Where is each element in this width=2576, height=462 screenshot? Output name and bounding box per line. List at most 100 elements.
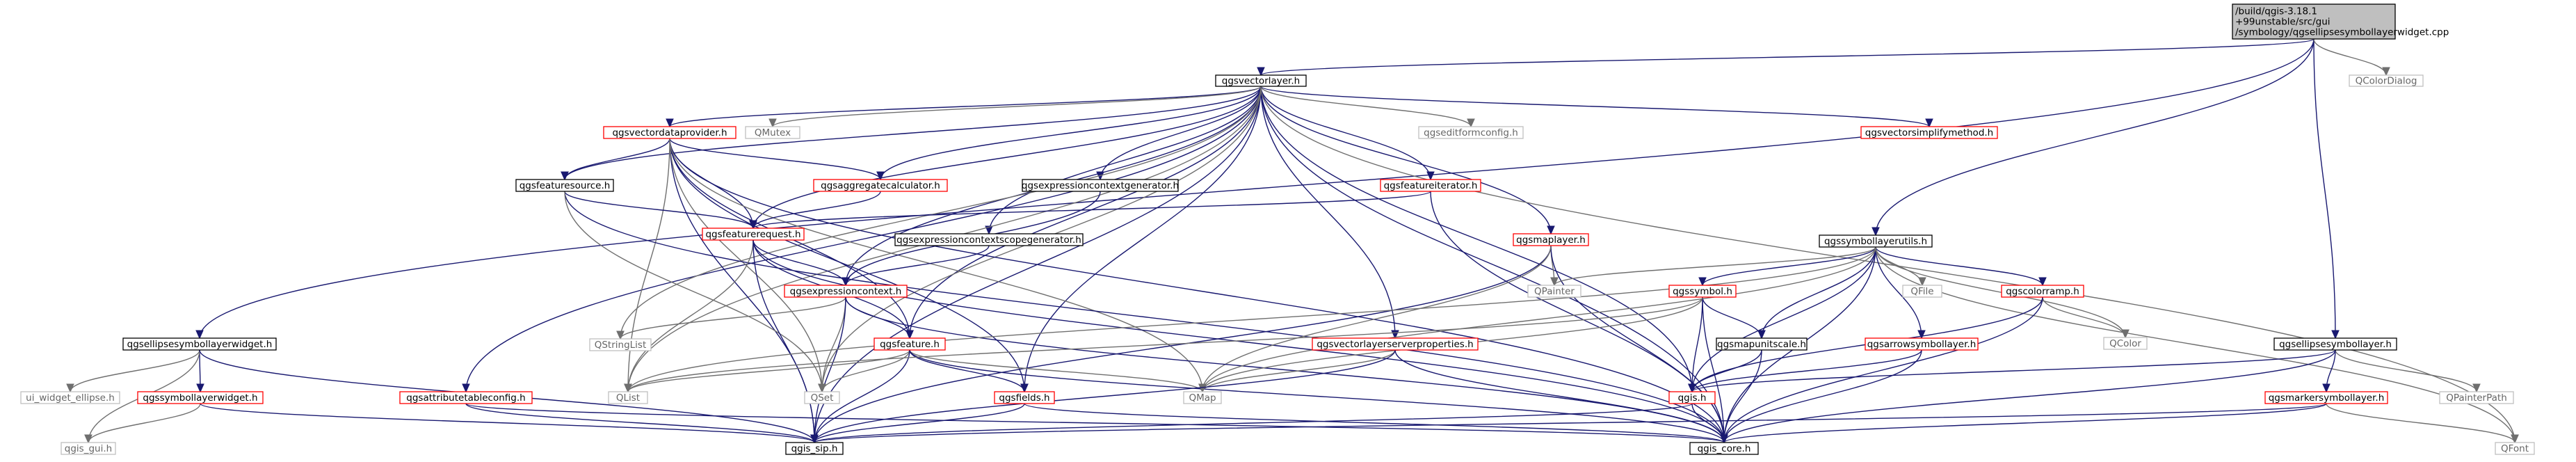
- node-box-qgsarrowsymbollayer[interactable]: [1865, 337, 1979, 351]
- edge-qgsvectorlayer-to-qgsfeaturesource: [565, 86, 1262, 180]
- node-box-qgsvectordataprovider[interactable]: [603, 126, 736, 139]
- node-qgsellipsesymbollayer[interactable]: qgsellipsesymbollayer.h: [2273, 337, 2397, 351]
- node-box-qgsfeaturerequest[interactable]: [702, 228, 805, 241]
- edge-qgsattributetableconfig-to-qgis_core: [465, 403, 1724, 443]
- node-qgsexpressioncontext[interactable]: qgsexpressioncontext.h: [784, 285, 908, 298]
- node-box-qgsvectorlayer[interactable]: [1215, 74, 1307, 87]
- node-label-qgsmaplayer: qgsmaplayer.h: [1516, 234, 1586, 246]
- node-qgsarrowsymbollayer[interactable]: qgsarrowsymbollayer.h: [1865, 337, 1979, 351]
- node-qgis_h[interactable]: qgis.h: [1668, 391, 1716, 404]
- node-box-qgsfeaturesource[interactable]: [515, 179, 614, 192]
- node-label-qgsfeatureiterator: qgsfeatureiterator.h: [1384, 180, 1478, 191]
- node-label-ui_widget_ellipse: ui_widget_ellipse.h: [26, 392, 115, 404]
- node-box-qgsvectorlayerserverproperties[interactable]: [1312, 337, 1479, 351]
- node-qgsfeaturerequest[interactable]: qgsfeaturerequest.h: [702, 228, 805, 241]
- node-box-qgscolorramp[interactable]: [2001, 285, 2084, 298]
- edge-qgssymbollayerutils-to-qgsmapunitscale: [1762, 246, 1876, 338]
- node-qgsmapunitscale[interactable]: qgsmapunitscale.h: [1716, 337, 1808, 351]
- node-qgsvectorsimplifymethod[interactable]: qgsvectorsimplifymethod.h: [1860, 126, 1998, 139]
- edge-qgssymbol-to-qgis_core: [1702, 296, 1724, 443]
- edge-qgsmaplayer-to-qmap: [1202, 245, 1552, 392]
- edge-qgssymbollayerutils-to-qmap: [1202, 246, 1876, 392]
- node-box-qgssymbollayerutils[interactable]: [1819, 234, 1933, 248]
- node-qgsfeatureiterator[interactable]: qgsfeatureiterator.h: [1380, 179, 1481, 192]
- node-box-qgis_gui: [61, 442, 116, 455]
- edge-root-to-qgsellipsesymbollayer: [2313, 38, 2335, 338]
- node-qgsmaplayer[interactable]: qgsmaplayer.h: [1513, 233, 1589, 246]
- edge-qgssymbollayerutils-to-qlist: [628, 246, 1876, 392]
- node-qgsexpressioncontextscopegenerator[interactable]: qgsexpressioncontextscopegenerator.h: [894, 233, 1084, 246]
- edge-qgsvectorlayer-to-qgsaggregatecalculator: [880, 86, 1262, 180]
- node-box-qgsmapunitscale[interactable]: [1716, 337, 1808, 351]
- node-box-qgis_sip[interactable]: [785, 442, 844, 455]
- edge-qgsfeature-to-qgsfields: [909, 349, 1024, 392]
- node-qgsattributetableconfig[interactable]: qgsattributetableconfig.h: [399, 391, 533, 404]
- node-qgis_sip[interactable]: qgis_sip.h: [785, 442, 844, 455]
- edge-qgsvectorlayer-to-qgis_h: [1260, 86, 1692, 392]
- node-label-qgis_gui: qgis_gui.h: [65, 443, 112, 454]
- node-box-qgseditformconfig: [1418, 126, 1524, 139]
- node-root[interactable]: /build/qgis-3.18.1+99unstable/src/gui/sy…: [2232, 3, 2449, 40]
- node-box-qgsexpressioncontextscopegenerator[interactable]: [894, 233, 1084, 246]
- node-box-qmutex: [745, 126, 800, 139]
- node-qgsexpressioncontextgenerator[interactable]: qgsexpressioncontextgenerator.h: [1022, 179, 1179, 192]
- node-qmutex: QMutex: [745, 126, 800, 139]
- node-box-qgsellipsesymbollayerwidget[interactable]: [122, 337, 277, 351]
- edge-qgscolorramp-to-qgis_core: [1724, 296, 2043, 443]
- edge-qgsvectorlayer-to-qgsattributetableconfig: [466, 86, 1262, 392]
- node-qgsmarkersymbollayer[interactable]: qgsmarkersymbollayer.h: [2264, 391, 2388, 404]
- node-label-qlist: QList: [616, 392, 640, 404]
- node-qgsvectorlayerserverproperties[interactable]: qgsvectorlayerserverproperties.h: [1312, 337, 1479, 351]
- edge-qgsfeatureiterator-to-qgis_core: [1430, 191, 1724, 443]
- node-qgsvectorlayer[interactable]: qgsvectorlayer.h: [1215, 74, 1307, 87]
- edge-qgsellipsesymbollayer-to-qpainterpath: [2335, 349, 2477, 392]
- edge-qgsvectorlayer-to-qgsvectorsimplifymethod: [1260, 86, 1929, 127]
- edge-qgsattributetableconfig-to-qgis_sip: [465, 403, 814, 443]
- node-box-root[interactable]: [2232, 3, 2396, 40]
- node-box-qgssymbollayerwidget[interactable]: [137, 391, 264, 404]
- node-qgsfields[interactable]: qgsfields.h: [994, 391, 1055, 404]
- node-label-qgsaggregatecalculator: qgsaggregatecalculator.h: [821, 180, 940, 191]
- edge-qgssymbollayerutils-to-qgssymbol: [1702, 246, 1876, 285]
- node-qgsfeaturesource[interactable]: qgsfeaturesource.h: [515, 179, 614, 192]
- edge-qgsmarkersymbollayer-to-qgis_core: [1724, 403, 2327, 443]
- node-box-qgsfields[interactable]: [994, 391, 1055, 404]
- edge-qgsvectorlayer-to-qgsexpressioncontextgenerator: [1100, 86, 1262, 180]
- node-label-qgsexpressioncontextgenerator: qgsexpressioncontextgenerator.h: [1022, 180, 1179, 191]
- node-label-qset: QSet: [811, 392, 834, 404]
- edge-qgsellipsesymbollayer-to-qgsmarkersymbollayer: [2326, 349, 2336, 392]
- node-box-qgsvectorsimplifymethod[interactable]: [1860, 126, 1998, 139]
- node-box-qgsexpressioncontext[interactable]: [784, 285, 908, 298]
- node-box-qgsattributetableconfig[interactable]: [399, 391, 533, 404]
- edge-qgsvectordataprovider-to-qgsfields: [669, 138, 1024, 392]
- edge-qgsvectordataprovider-to-qgsaggregatecalculator: [669, 138, 880, 180]
- node-box-qgsellipsesymbollayer[interactable]: [2273, 337, 2397, 351]
- edge-qgssymbollayerwidget-to-qgis_sip: [200, 403, 814, 443]
- node-box-qset: [804, 391, 840, 404]
- node-qgscolorramp[interactable]: qgscolorramp.h: [2001, 285, 2084, 298]
- node-qgsaggregatecalculator[interactable]: qgsaggregatecalculator.h: [813, 179, 948, 192]
- node-label-qpainterpath: QPainterPath: [2446, 392, 2507, 404]
- node-box-qgsfeature[interactable]: [874, 337, 946, 351]
- node-qgssymbollayerutils[interactable]: qgssymbollayerutils.h: [1819, 234, 1933, 248]
- node-qgssymbollayerwidget[interactable]: qgssymbollayerwidget.h: [137, 391, 264, 404]
- node-box-qgsfeatureiterator[interactable]: [1380, 179, 1481, 192]
- node-box-qgis_core[interactable]: [1689, 442, 1759, 455]
- node-label-qgsvectorlayer: qgsvectorlayer.h: [1222, 76, 1300, 87]
- node-qgsvectordataprovider[interactable]: qgsvectordataprovider.h: [603, 126, 736, 139]
- node-box-qgis_h[interactable]: [1668, 391, 1716, 404]
- node-qgsellipsesymbollayerwidget[interactable]: qgsellipsesymbollayerwidget.h: [122, 337, 277, 351]
- node-label-qgsfeature: qgsfeature.h: [880, 339, 940, 350]
- node-box-qgsmaplayer[interactable]: [1513, 233, 1589, 246]
- node-box-qgssymbol[interactable]: [1668, 285, 1737, 298]
- node-box-qgsmarkersymbollayer[interactable]: [2264, 391, 2388, 404]
- node-box-qgsexpressioncontextgenerator[interactable]: [1022, 179, 1179, 192]
- node-qgsfeature[interactable]: qgsfeature.h: [874, 337, 946, 351]
- node-qpainter: QPainter: [1527, 285, 1581, 298]
- node-qgssymbol[interactable]: qgssymbol.h: [1668, 285, 1737, 298]
- node-box-qgsaggregatecalculator[interactable]: [813, 179, 948, 192]
- edge-qgsvectorlayer-to-qgsfeatureiterator: [1260, 86, 1431, 180]
- node-qgis_core[interactable]: qgis_core.h: [1689, 442, 1759, 455]
- edge-qgssymbollayerwidget-to-qgis_gui: [88, 403, 201, 443]
- edge-qgsfeaturerequest-to-qgis_sip: [752, 239, 814, 443]
